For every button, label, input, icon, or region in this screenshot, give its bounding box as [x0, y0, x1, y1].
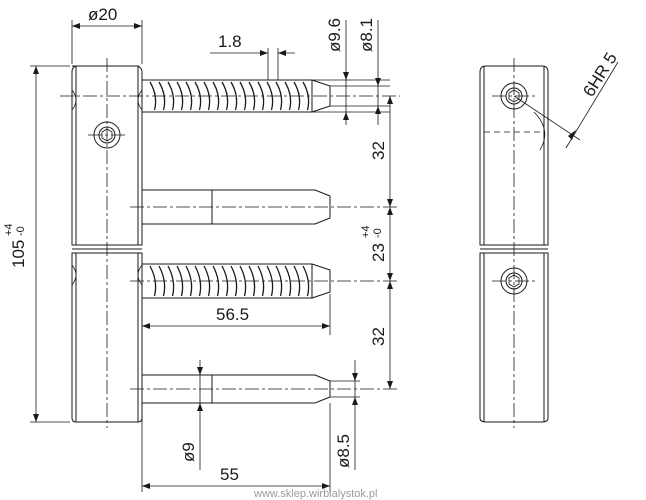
dim-screw-tip-diameter: ø9.6: [325, 18, 344, 52]
thread-coil: [185, 265, 193, 297]
dim-pin-diameter: ø9: [179, 442, 198, 462]
thread-coil: [185, 81, 193, 111]
upper-screw: [60, 79, 400, 113]
thread-coil: [284, 265, 292, 297]
dim-total-height-tol-upper: +4: [3, 223, 15, 236]
front-view: [60, 58, 400, 428]
lower-screw: [130, 263, 400, 299]
thread-coil: [212, 81, 220, 111]
lower-pin: [130, 374, 400, 404]
dim-pin-length: 55: [220, 465, 239, 484]
dim-thread-pitch: 1.8: [218, 32, 242, 51]
watermark-text: www.sklep.wirbialystok.pl: [253, 488, 377, 500]
thread-coil: [230, 81, 238, 111]
dim-pin-tip-diameter: ø8.5: [334, 434, 353, 468]
thread-coil: [275, 81, 283, 111]
dim-screw-length: 56.5: [216, 305, 249, 324]
dim-pin-offset: 23: [369, 243, 388, 262]
dim-hex-key: 6HR 5: [579, 49, 621, 100]
dim-pin-offset-tol-lower: -0: [372, 228, 384, 238]
dim-total-height-tol-lower: -0: [15, 226, 27, 236]
front-dimensions: ø20 1.8 ø9.6 ø8.1 105 +4 -0: [3, 5, 393, 492]
dim-screw-spacing-lower: 32: [369, 327, 388, 346]
dim-screw-shank-diameter: ø8.1: [357, 18, 376, 52]
side-view: 6HR 5: [479, 49, 621, 428]
dim-pin-offset-tol-upper: +4: [360, 225, 372, 238]
dim-screw-spacing-upper: 32: [369, 141, 388, 160]
thread-coil: [167, 265, 175, 297]
thread-coil: [167, 81, 175, 111]
dim-body-diameter: ø20: [88, 5, 117, 24]
upper-pin: [130, 189, 400, 225]
dim-total-height: 105: [9, 240, 28, 268]
thread-coil: [230, 265, 238, 297]
